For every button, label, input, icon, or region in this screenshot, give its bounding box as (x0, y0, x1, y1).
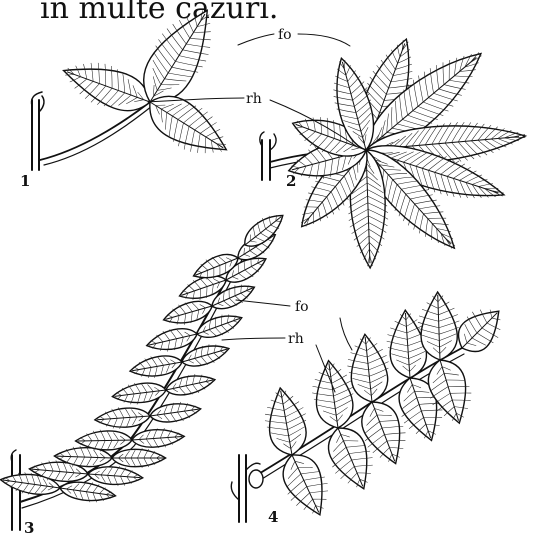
figure-2-palmate-leaf (260, 32, 527, 269)
label-rh: rh (288, 331, 304, 347)
figure-number-4: 4 (268, 508, 278, 526)
leaflet (260, 384, 313, 458)
figure-number-2: 2 (286, 172, 296, 190)
label-fo: fo (295, 299, 309, 315)
label-rh: rh (246, 91, 262, 107)
leaflet (94, 405, 151, 430)
leaflet (149, 399, 202, 425)
leaflet (56, 51, 157, 121)
leaflet (128, 351, 184, 381)
leaflet (308, 358, 358, 431)
label-fo: fo (278, 27, 292, 43)
figure-number-3: 3 (24, 519, 34, 533)
leaflet (131, 427, 185, 450)
figure-number-1: 1 (20, 172, 30, 190)
petiole-base-4 (249, 470, 263, 488)
leaflet (449, 298, 512, 361)
leaflet (112, 448, 166, 468)
figure-4-odd-pinnate-leaf (231, 291, 512, 523)
caption-text: în multe cazuri. (40, 0, 278, 26)
leaflet (111, 379, 167, 407)
